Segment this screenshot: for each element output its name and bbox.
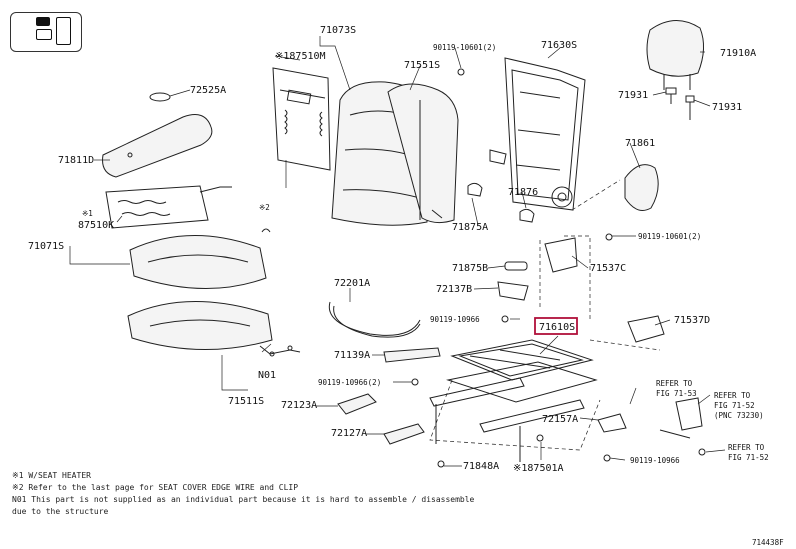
view-selector-icon[interactable]	[10, 12, 82, 52]
part-labels: 71073S ※187510M 90119-10601(2) 71630S 71…	[28, 25, 769, 474]
label-71875B[interactable]: 71875B	[452, 263, 488, 274]
label-72201A[interactable]: 72201A	[334, 278, 370, 289]
label-90119-10601-right[interactable]: 90119-10601(2)	[638, 232, 701, 241]
track-covers[interactable]	[337, 393, 425, 445]
figure-code: 714438F	[752, 538, 784, 547]
label-72137B[interactable]: 72137B	[436, 284, 472, 295]
label-71931-a[interactable]: 71931	[618, 90, 648, 101]
label-90119-10966-b[interactable]: 90119-10966(2)	[318, 378, 381, 387]
footnote-2: ※2 Refer to the last page for SEAT COVER…	[12, 483, 298, 492]
footnote-1: ※1 W/SEAT HEATER	[12, 471, 91, 480]
label-71848A[interactable]: 71848A	[463, 461, 499, 472]
label-N01: N01	[258, 370, 276, 381]
label-fig-71-53[interactable]: FIG 71-53	[656, 389, 697, 398]
label-refer-to-3[interactable]: REFER TO	[728, 443, 765, 452]
label-fig-71-52-b[interactable]: FIG 71-52	[728, 453, 769, 462]
seat-heater-cushion-sheet[interactable]	[105, 185, 232, 229]
footnote-4: due to the structure	[12, 507, 109, 516]
label-90119-10966-c[interactable]: 90119-10966	[630, 456, 680, 465]
label-fig-71-52-a[interactable]: FIG 71-52	[714, 401, 755, 410]
label-72127A[interactable]: 72127A	[331, 428, 367, 439]
cushion-bracket[interactable]	[497, 281, 529, 301]
label-71511S[interactable]: 71511S	[228, 396, 264, 407]
label-mark1: ※1	[82, 209, 93, 218]
assembly-dashed-lines	[429, 179, 661, 451]
label-72157A[interactable]: 72157A	[542, 414, 578, 425]
label-71875A[interactable]: 71875A	[452, 222, 488, 233]
label-71876[interactable]: 71876	[508, 187, 538, 198]
label-refer-to-1[interactable]: REFER TO	[656, 379, 693, 388]
label-71537D[interactable]: 71537D	[674, 315, 710, 326]
label-71861[interactable]: 71861	[625, 138, 655, 149]
label-71811D[interactable]: 71811D	[58, 155, 94, 166]
label-71931-b[interactable]: 71931	[712, 102, 742, 113]
footnote-3: N01 This part is not supplied as an indi…	[12, 495, 475, 504]
label-71071S[interactable]: 71071S	[28, 241, 64, 252]
label-72123A[interactable]: 72123A	[281, 400, 317, 411]
seat-adjuster-tracks[interactable]	[429, 377, 585, 462]
label-72525A[interactable]: 72525A	[190, 85, 226, 96]
label-71610S[interactable]: 71610S	[539, 322, 575, 333]
seat-cushion-frame[interactable]	[446, 339, 598, 403]
cushion-side-cover[interactable]	[627, 315, 665, 343]
cover-clip[interactable]	[261, 228, 271, 233]
label-90119-10601-top[interactable]: 90119-10601(2)	[433, 43, 496, 52]
label-pnc-73230: (PNC 73230)	[714, 411, 764, 420]
label-71139A[interactable]: 71139A	[334, 350, 370, 361]
label-87510K[interactable]: 87510K	[78, 220, 114, 231]
label-71073S[interactable]: 71073S	[320, 25, 356, 36]
label-187501A[interactable]: ※187501A	[513, 463, 564, 474]
label-71551S[interactable]: 71551S	[404, 60, 440, 71]
footnotes: ※1 W/SEAT HEATER ※2 Refer to the last pa…	[12, 471, 475, 516]
bolts	[411, 68, 706, 468]
seat-cushion-pad[interactable]	[127, 301, 301, 357]
label-71630S[interactable]: 71630S	[541, 40, 577, 51]
label-71910A[interactable]: 71910A	[720, 48, 756, 59]
highlight-box-71610S	[534, 317, 578, 335]
label-mark2: ※2	[259, 203, 270, 212]
headrest-supports[interactable]	[665, 87, 695, 120]
label-71537C[interactable]: 71537C	[590, 263, 626, 274]
label-refer-to-2[interactable]: REFER TO	[714, 391, 751, 400]
seat-side-shield[interactable]	[102, 92, 213, 178]
headrest[interactable]	[646, 20, 704, 90]
anchor-cover[interactable]	[597, 397, 703, 439]
seatback-frame[interactable]	[489, 57, 586, 211]
seat-track-cover[interactable]	[383, 347, 441, 363]
seat-heater-back-sheet[interactable]	[272, 67, 331, 188]
label-187510M[interactable]: ※187510M	[275, 51, 326, 62]
seat-cushion-cover[interactable]	[129, 235, 267, 289]
seatback-board[interactable]	[624, 164, 659, 211]
label-90119-10966-a[interactable]: 90119-10966	[430, 315, 480, 324]
leader-lines	[69, 36, 726, 467]
seat-cushion-wire[interactable]	[328, 301, 421, 338]
